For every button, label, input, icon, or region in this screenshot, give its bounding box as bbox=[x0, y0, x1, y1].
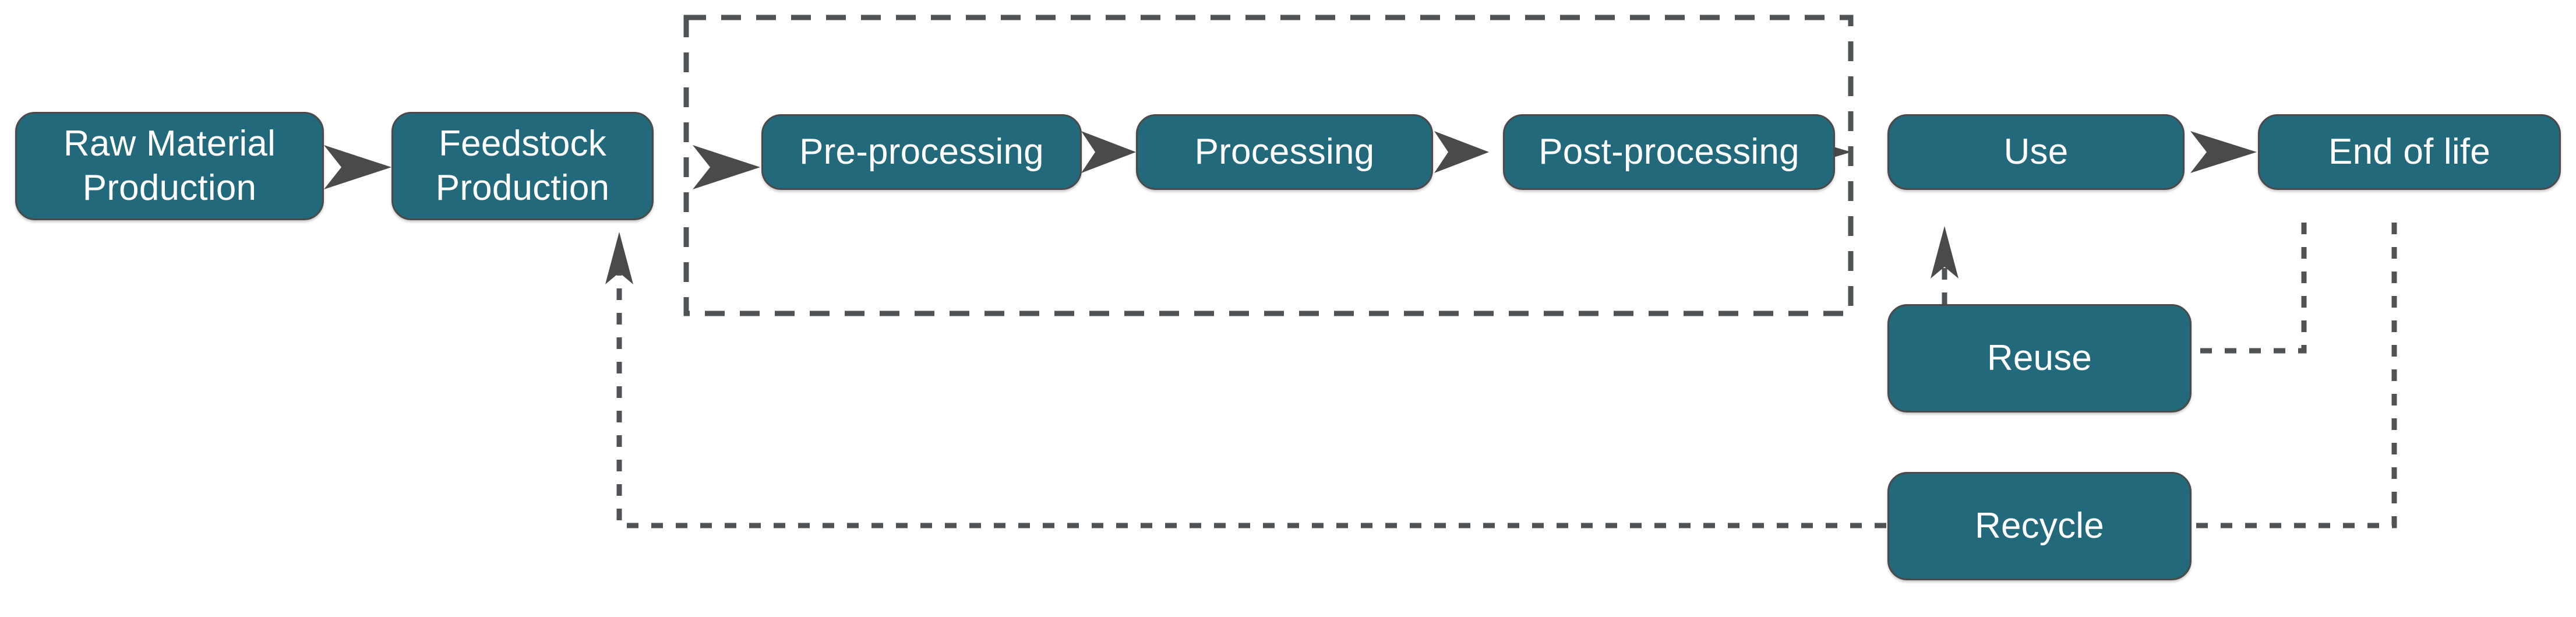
arrow-processing-to-postprocessing bbox=[1434, 131, 1489, 173]
node-label: Reuse bbox=[1986, 338, 2092, 379]
node-feedstock-production[interactable]: Feedstock Production bbox=[391, 112, 654, 220]
node-pre-processing[interactable]: Pre-processing bbox=[761, 114, 1082, 190]
node-label: Feedstock Production bbox=[435, 124, 610, 208]
dashed-recycle-to-feedstock-arrowhead bbox=[605, 232, 633, 284]
dashed-endoflife-to-recycle bbox=[2193, 223, 2397, 528]
node-label: Use bbox=[2003, 132, 2069, 172]
dashed-recycle-to-feedstock-line bbox=[616, 261, 1886, 528]
arrow-raw-to-feedstock bbox=[324, 145, 391, 189]
node-label: Pre-processing bbox=[799, 132, 1044, 172]
arrow-use-to-endoflife bbox=[2190, 131, 2257, 173]
node-label: Recycle bbox=[1975, 506, 2104, 547]
node-reuse[interactable]: Reuse bbox=[1887, 304, 2192, 412]
node-use[interactable]: Use bbox=[1887, 114, 2185, 190]
node-label: Processing bbox=[1194, 132, 1375, 172]
node-end-of-life[interactable]: End of life bbox=[2258, 114, 2561, 190]
node-post-processing[interactable]: Post-processing bbox=[1503, 114, 1835, 190]
node-label: Post-processing bbox=[1538, 132, 1799, 172]
node-processing[interactable]: Processing bbox=[1136, 114, 1433, 190]
node-label: End of life bbox=[2328, 132, 2490, 172]
arrow-feedstock-to-preprocessing bbox=[693, 145, 760, 189]
node-label: Raw Material Production bbox=[63, 124, 276, 208]
dashed-endoflife-to-reuse bbox=[2193, 223, 2307, 354]
node-raw-material-production[interactable]: Raw Material Production bbox=[15, 112, 324, 220]
dashed-reuse-to-use-arrowhead bbox=[1931, 226, 1959, 278]
arrow-preprocessing-to-processing bbox=[1081, 131, 1136, 173]
node-recycle[interactable]: Recycle bbox=[1887, 472, 2192, 580]
